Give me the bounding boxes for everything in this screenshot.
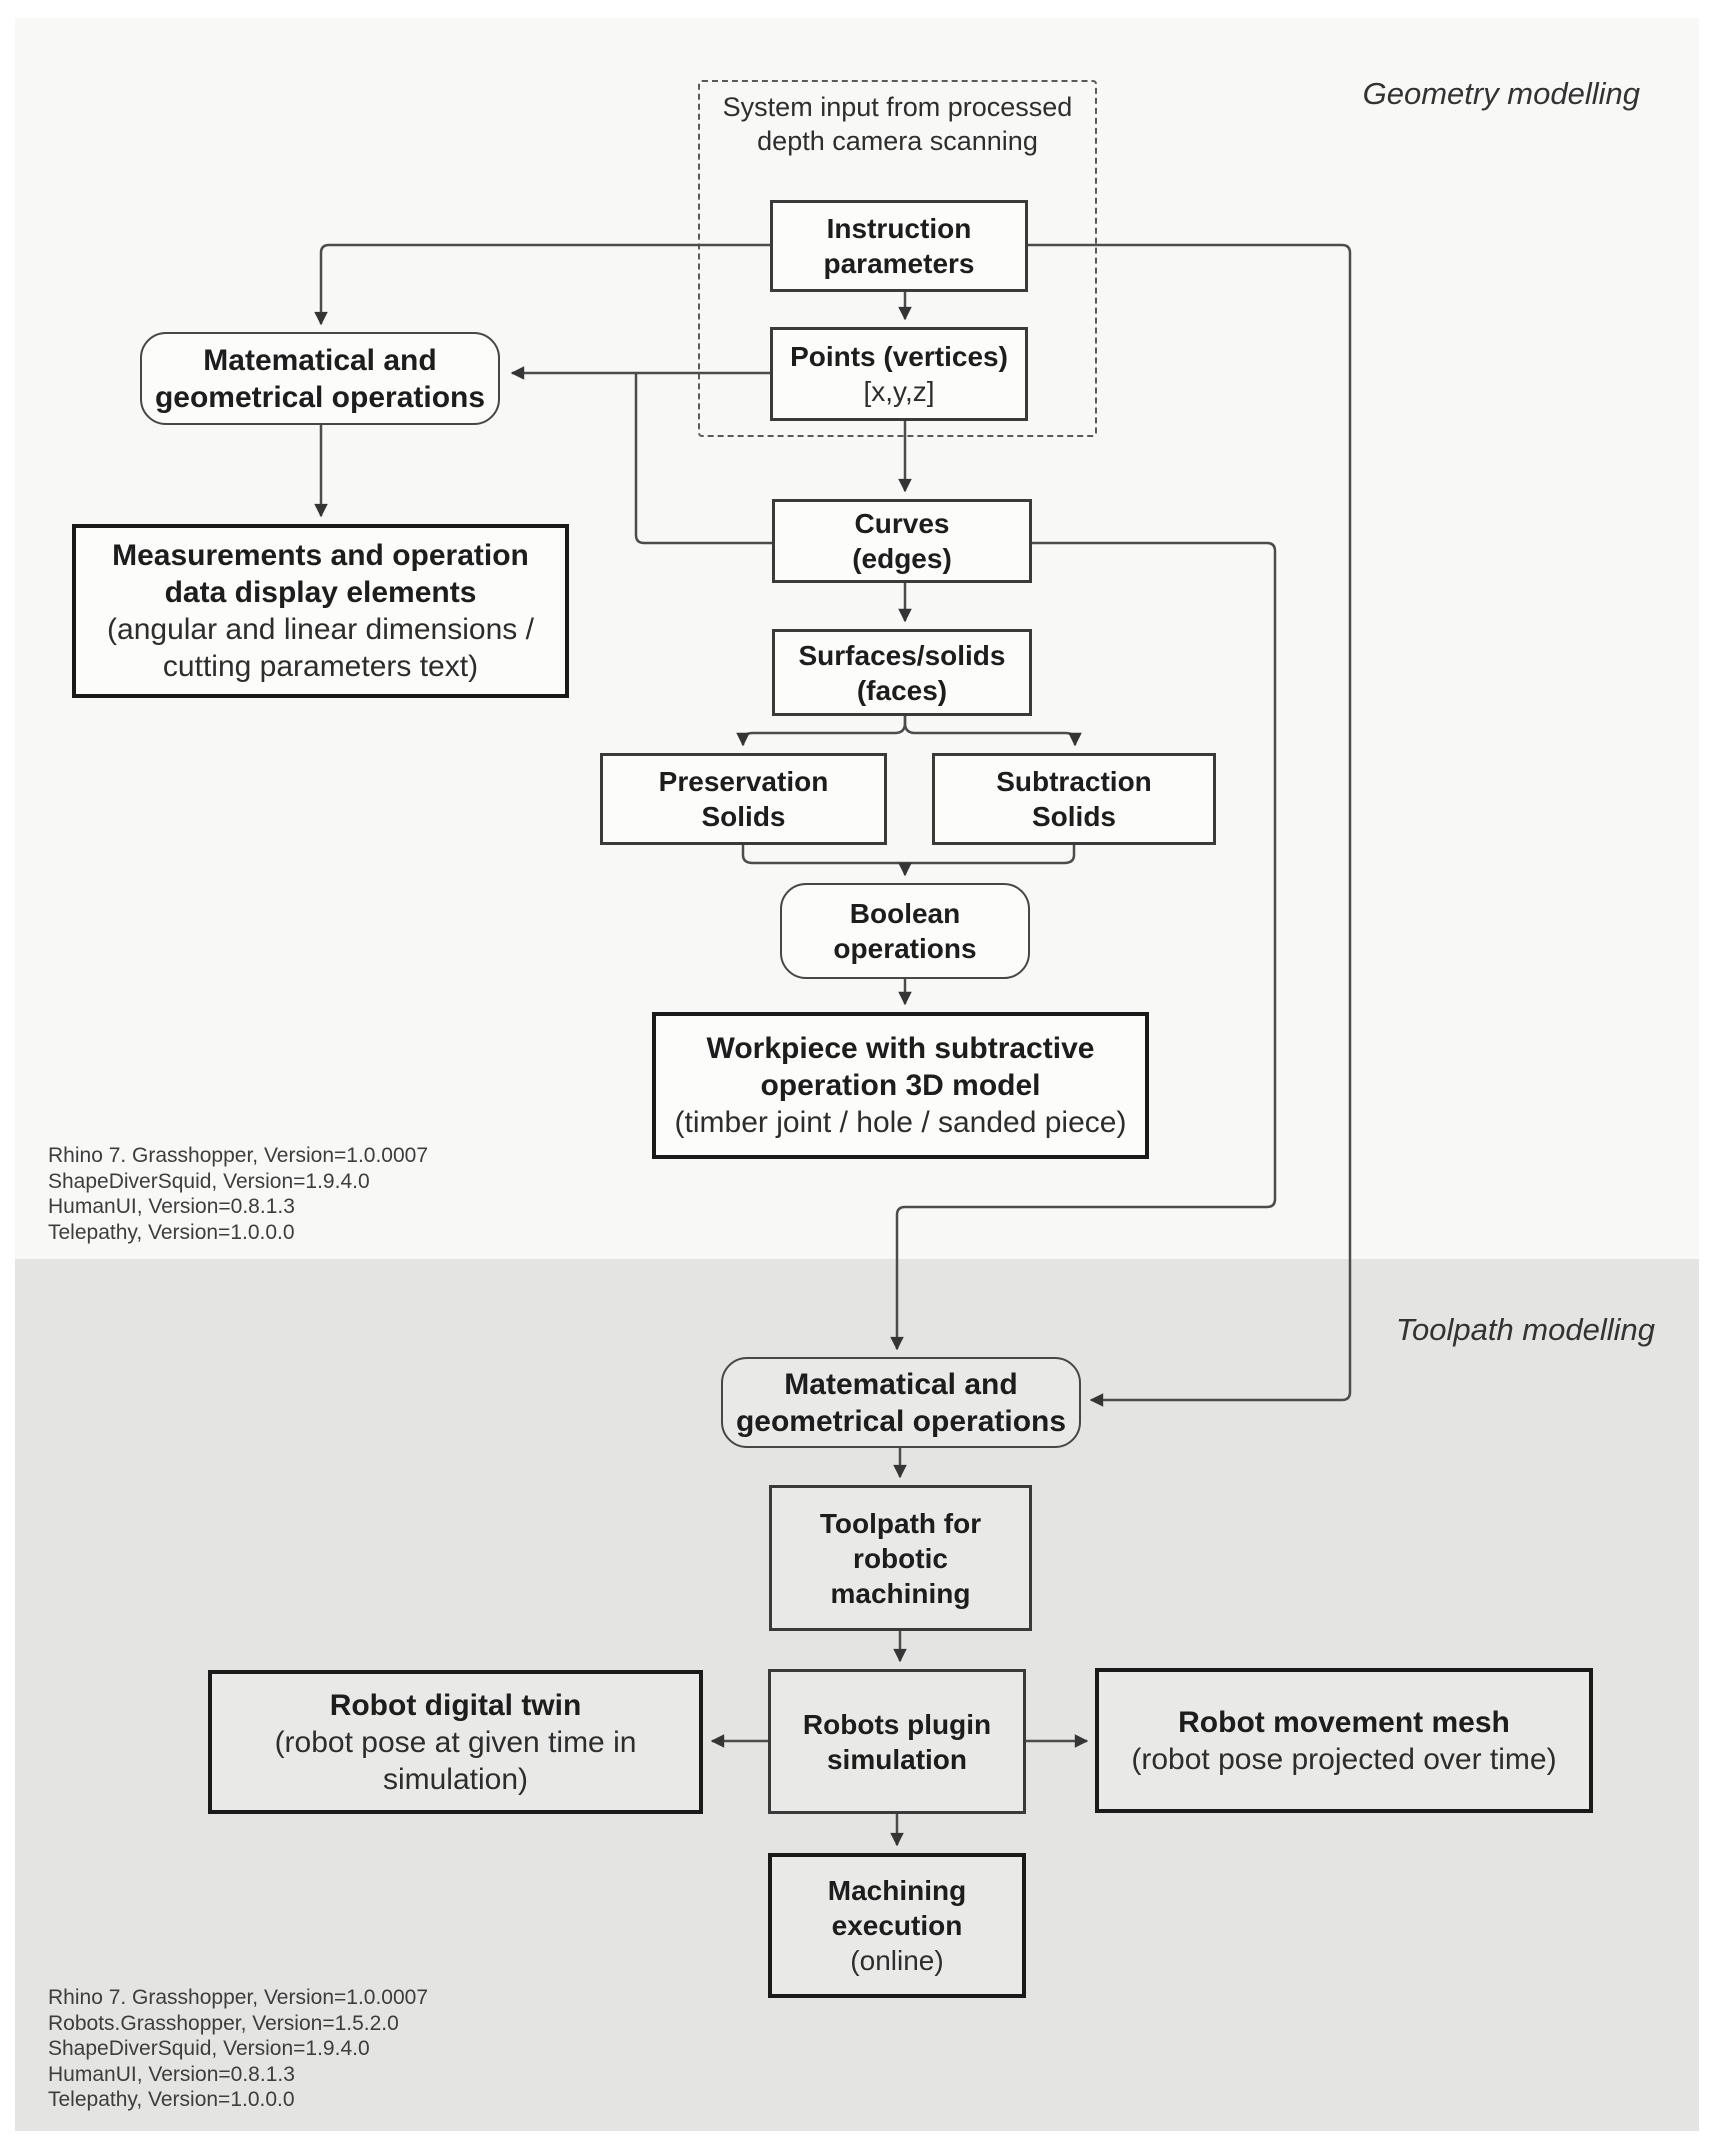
node-sublabel: (timber joint / hole / sanded piece) — [674, 1106, 1127, 1139]
node-label: operation 3D model — [760, 1069, 1041, 1102]
geometry-modelling-label: Geometry modelling — [1362, 76, 1640, 111]
node-label: Robot movement mesh — [1178, 1705, 1510, 1739]
node-robot-movement-mesh: Robot movement mesh (robot pose projecte… — [1095, 1668, 1593, 1813]
version-line: ShapeDiverSquid, Version=1.9.4.0 — [48, 1169, 370, 1193]
toolpath-modelling-label: Toolpath modelling — [1395, 1312, 1655, 1347]
version-line: HumanUI, Version=0.8.1.3 — [48, 2062, 295, 2086]
node-machining-execution: Machining execution (online) — [768, 1853, 1026, 1998]
node-toolpath-robotic-machining: Toolpath for robotic machining — [769, 1485, 1032, 1631]
node-sublabel: cutting parameters text) — [162, 650, 479, 683]
system-input-caption: System input from processed depth camera… — [698, 90, 1097, 158]
node-label: (edges) — [852, 543, 952, 574]
node-label: Surfaces/solids — [798, 639, 1006, 671]
node-label: parameters — [823, 248, 975, 279]
node-label: robotic — [853, 1542, 948, 1574]
version-line: Telepathy, Version=1.0.0.0 — [48, 1220, 295, 1244]
node-label: simulation — [826, 1743, 967, 1775]
node-sublabel: (angular and linear dimensions / — [107, 613, 534, 646]
node-label: (faces) — [856, 674, 948, 706]
geometry-plugin-versions: Rhino 7. Grasshopper, Version=1.0.0007 S… — [48, 1143, 428, 1245]
node-label: Points (vertices) — [790, 341, 1008, 372]
node-label: Matematical and — [203, 343, 437, 377]
node-label: data display elements — [164, 576, 477, 609]
node-label: Robots plugin — [802, 1708, 992, 1740]
node-label: Solids — [701, 801, 786, 832]
node-math-geo-operations-bottom: Matematical and geometrical operations — [721, 1357, 1081, 1448]
node-preservation-solids: Preservation Solids — [600, 753, 887, 845]
node-sublabel: (robot pose projected over time) — [1131, 1742, 1557, 1776]
node-measurements-display: Measurements and operation data display … — [72, 524, 569, 698]
node-robot-digital-twin: Robot digital twin (robot pose at given … — [208, 1670, 703, 1814]
node-label: Toolpath for — [819, 1507, 982, 1539]
node-points-vertices: Points (vertices) [x,y,z] — [770, 327, 1028, 421]
node-label: Instruction — [826, 213, 972, 244]
node-label: execution — [831, 1910, 963, 1941]
node-sublabel: [x,y,z] — [863, 376, 935, 407]
node-sublabel: simulation) — [382, 1762, 529, 1796]
node-surfaces-solids: Surfaces/solids (faces) — [772, 629, 1032, 716]
node-robots-plugin-simulation: Robots plugin simulation — [768, 1669, 1026, 1814]
node-label: Boolean — [849, 898, 961, 929]
version-line: Telepathy, Version=1.0.0.0 — [48, 2088, 295, 2111]
node-label: Robot digital twin — [329, 1688, 582, 1722]
node-label: Solids — [1031, 801, 1116, 832]
node-workpiece-3d-model: Workpiece with subtractive operation 3D … — [652, 1012, 1149, 1159]
node-label: geometrical operations — [735, 1404, 1067, 1438]
node-boolean-operations: Boolean operations — [780, 883, 1030, 979]
node-curves-edges: Curves (edges) — [772, 499, 1032, 583]
node-label: Matematical and — [784, 1367, 1018, 1401]
version-line: Robots.Grasshopper, Version=1.5.2.0 — [48, 2011, 399, 2035]
node-instruction-parameters: Instruction parameters — [770, 200, 1028, 292]
node-subtraction-solids: Subtraction Solids — [932, 753, 1216, 845]
node-sublabel: (robot pose at given time in — [274, 1725, 637, 1759]
node-label: geometrical operations — [154, 380, 486, 414]
node-label: Preservation — [658, 766, 829, 797]
version-line: Rhino 7. Grasshopper, Version=1.0.0007 — [48, 1144, 429, 1167]
node-label: operations — [833, 933, 977, 964]
version-line: ShapeDiverSquid, Version=1.9.4.0 — [48, 2037, 370, 2060]
node-label: Curves — [854, 508, 950, 539]
system-input-caption-line: depth camera scanning — [757, 126, 1038, 156]
toolpath-plugin-versions: Rhino 7. Grasshopper, Version=1.0.0007 R… — [48, 1985, 428, 2113]
version-line: Rhino 7. Grasshopper, Version=1.0.0007 — [48, 1986, 429, 2009]
node-label: Workpiece with subtractive — [706, 1032, 1095, 1065]
node-label: Subtraction — [996, 766, 1152, 797]
system-input-caption-line: System input from processed — [722, 92, 1073, 122]
node-label: machining — [830, 1577, 971, 1609]
node-math-geo-operations-top: Matematical and geometrical operations — [140, 332, 500, 425]
version-line: HumanUI, Version=0.8.1.3 — [48, 1195, 295, 1218]
node-label: Machining — [827, 1875, 967, 1906]
node-label: Measurements and operation — [112, 539, 529, 572]
node-sublabel: (online) — [850, 1945, 944, 1976]
